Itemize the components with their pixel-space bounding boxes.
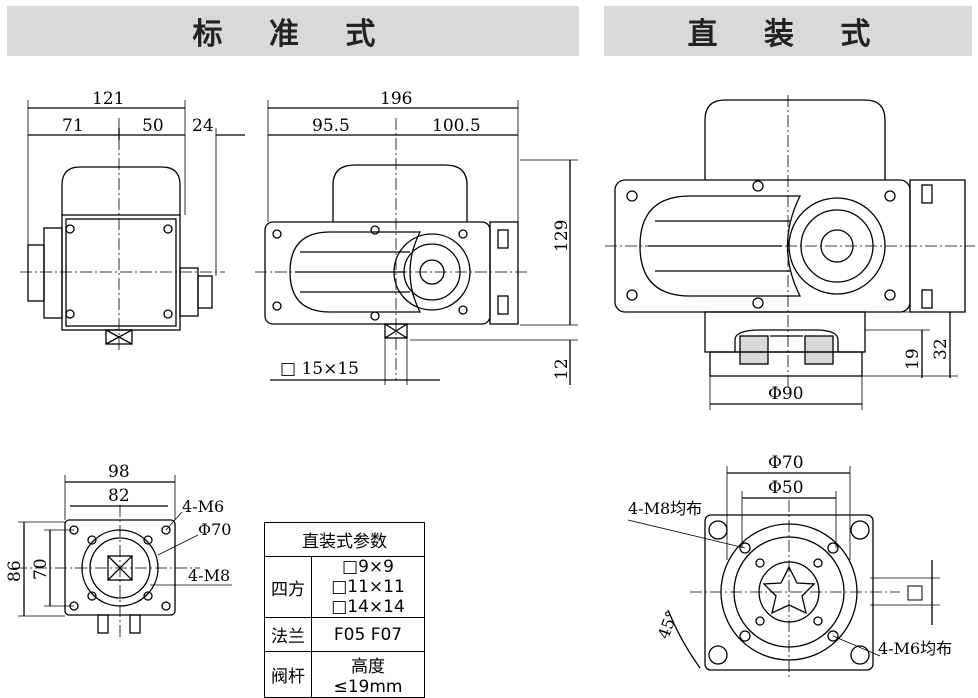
dim-98: 98: [108, 462, 130, 482]
direct-params-table: 直装式参数 四方 □9×9 □11×11 □14×14 法兰 F05 F07 阀…: [264, 522, 425, 698]
row-label: 四方: [264, 556, 312, 618]
standard-side-view: [20, 100, 245, 350]
dim-86: 86: [5, 560, 25, 582]
dim-100-5: 100.5: [432, 116, 481, 136]
dim-196: 196: [380, 89, 412, 109]
row-value: F05 F07: [311, 617, 425, 652]
banner-direct: 直 装 式: [604, 6, 972, 56]
technical-drawing: 121 71 50 24 196 95.5 100.5 129 12 □ 15×…: [5, 89, 975, 678]
standard-bottom-view: [15, 475, 232, 640]
dim-71: 71: [62, 116, 84, 136]
table-row: 四方 □9×9 □11×11 □14×14: [264, 556, 425, 618]
dim-82: 82: [108, 486, 130, 506]
dim-95-5: 95.5: [312, 116, 350, 136]
dim-phi90: Φ90: [768, 384, 804, 404]
row-label: 法兰: [264, 617, 312, 652]
row-label: 阀杆: [264, 651, 312, 698]
row-value: 高度≤19mm: [311, 651, 425, 698]
direct-bottom-view: [627, 466, 940, 678]
label-phi70-left: Φ70: [198, 520, 231, 539]
label-45-deg: 45°: [654, 608, 682, 641]
dim-19: 19: [903, 348, 923, 370]
dim-129: 129: [552, 220, 572, 252]
dim-12: 12: [552, 358, 572, 380]
table-row: 法兰 F05 F07: [264, 617, 425, 652]
label-4-m8-right: 4-M8均布: [628, 499, 702, 518]
label-4-m8-left: 4-M8: [188, 566, 230, 585]
dim-24: 24: [192, 116, 214, 136]
dim-phi70-right: Φ70: [768, 453, 804, 473]
table-row: 阀杆 高度≤19mm: [264, 651, 425, 698]
standard-front-view: [255, 100, 578, 385]
dim-phi50-right: Φ50: [768, 478, 804, 498]
direct-front-view: [605, 95, 975, 410]
dim-32: 32: [931, 338, 951, 360]
dim-sq15: □ 15×15: [280, 359, 359, 379]
square-mark: [907, 585, 923, 601]
banner-standard: 标 准 式: [7, 6, 579, 56]
label-4-m6-left: 4-M6: [182, 497, 224, 516]
row-value: □9×9 □11×11 □14×14: [311, 556, 425, 618]
dim-70: 70: [31, 558, 51, 580]
label-4-m6-right: 4-M6均布: [878, 639, 952, 658]
dim-50: 50: [142, 116, 164, 136]
dim-121: 121: [92, 89, 124, 109]
table-title: 直装式参数: [264, 522, 425, 557]
